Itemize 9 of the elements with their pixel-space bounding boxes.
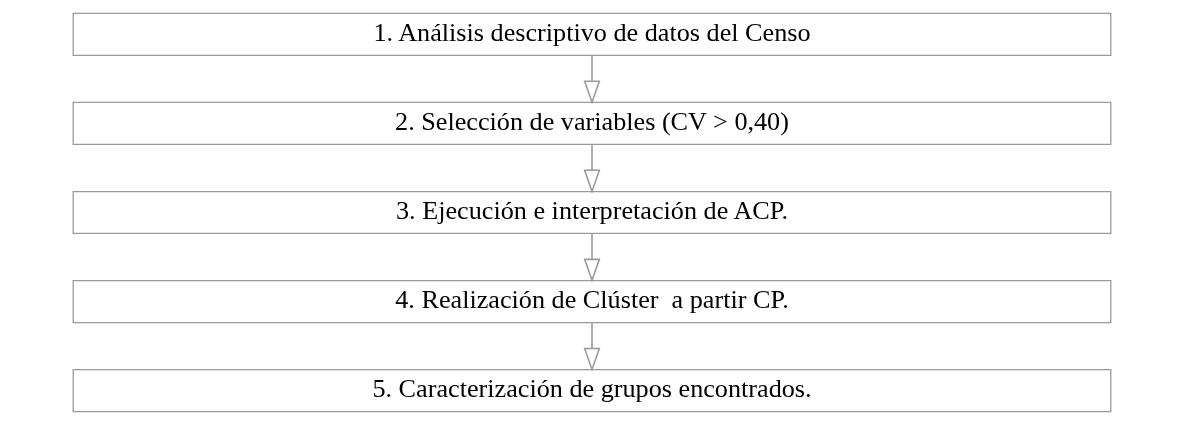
arrow bbox=[583, 233, 601, 283]
arrow bbox=[583, 54, 601, 105]
node-box: 3. Ejecución e interpretación de ACP. bbox=[72, 190, 1112, 235]
arrow bbox=[583, 144, 601, 194]
node-box: 1. Análisis descriptivo de datos del Censo bbox=[72, 12, 1112, 56]
node-box: 2. Selección de variables (CV > 0,40) bbox=[72, 101, 1112, 146]
node-box: 4. Realización de Clúster a partir CP. bbox=[72, 279, 1112, 324]
node-box: 5. Caracterización de grupos encontrados. bbox=[72, 369, 1112, 413]
arrow bbox=[583, 322, 601, 372]
